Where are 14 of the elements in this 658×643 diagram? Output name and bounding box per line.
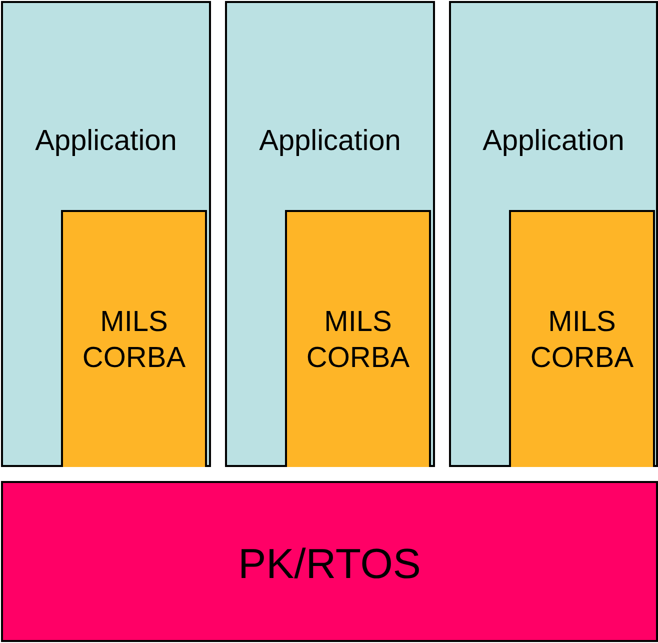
- application-panel: [449, 1, 658, 467]
- application-panel: [1, 1, 211, 467]
- middleware-label: MILS CORBA: [305, 305, 411, 376]
- middleware-box: [61, 210, 207, 467]
- application-label: Application: [34, 124, 178, 159]
- middleware-label: MILS CORBA: [81, 305, 187, 376]
- application-panel: [225, 1, 435, 467]
- kernel-layer: [1, 481, 658, 642]
- middleware-label: MILS CORBA: [529, 305, 635, 376]
- application-label: Application: [258, 124, 402, 159]
- kernel-label: PK/RTOS: [237, 539, 422, 589]
- application-label: Application: [482, 124, 626, 159]
- middleware-box: [285, 210, 431, 467]
- middleware-box: [509, 210, 655, 467]
